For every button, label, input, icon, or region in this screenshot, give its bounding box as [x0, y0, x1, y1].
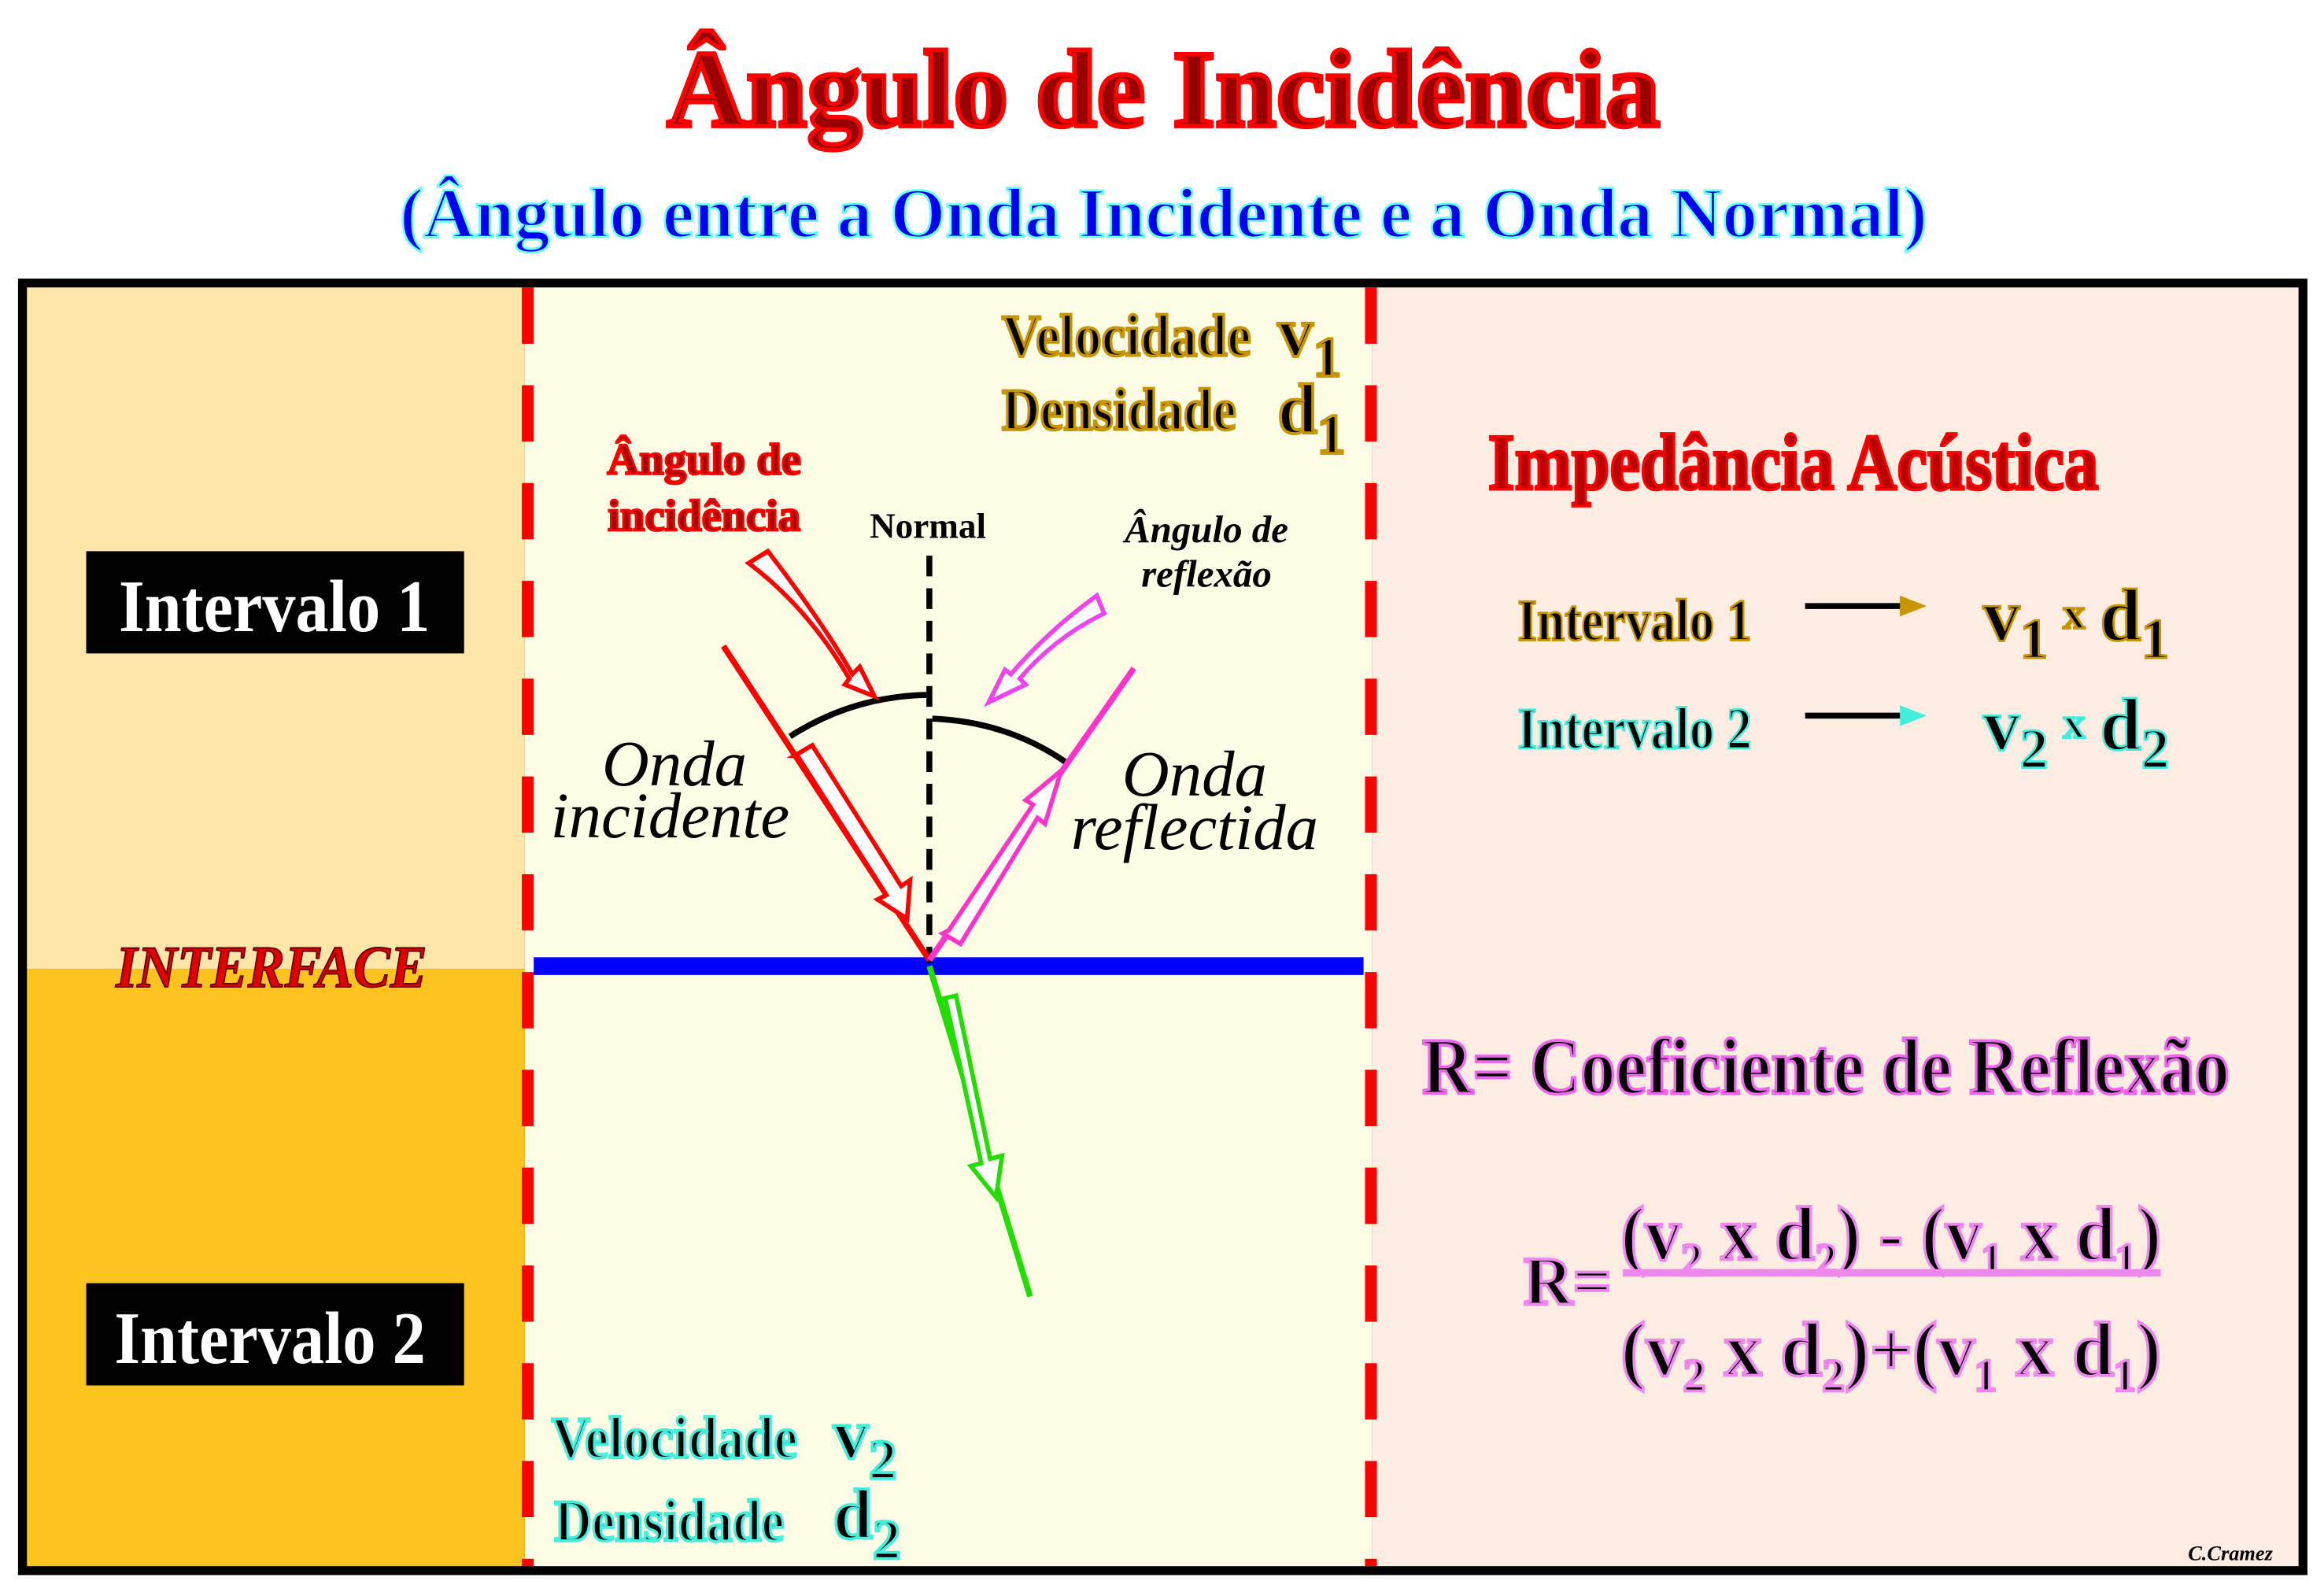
page-subtitle: (Ângulo entre a Onda Incidente e a Onda …	[400, 173, 1927, 253]
top-velocity-label: Velocidade	[1002, 304, 1251, 369]
top-density-symbol: d1	[1277, 369, 1345, 466]
reflection-angle-arc	[932, 715, 1070, 766]
formula-numerator: (v₂ x d₂) - (v₁ x d₁)	[1620, 1191, 2161, 1276]
normal-label: Normal	[870, 506, 986, 545]
interval1-label: Intervalo 1	[119, 566, 430, 648]
bottom-density-symbol: d2	[833, 1474, 901, 1571]
reflected-wave-arrow-icon	[937, 763, 1066, 947]
interval2-box	[86, 1283, 464, 1386]
top-velocity-symbol: v1	[1277, 292, 1341, 389]
top-density-label: Densidade	[1002, 378, 1236, 443]
interface-label: INTERFACE	[115, 935, 427, 1000]
angle-reflection-label-2: reflexão	[1141, 552, 1272, 596]
incident-wave-label-2: incidente	[551, 779, 790, 851]
reflection-pointer-arrow-icon	[983, 592, 1107, 707]
impedance-title: Impedância Acústica	[1488, 417, 2099, 506]
angle-incidence-label-1: Ângulo de	[608, 435, 801, 485]
bottom-velocity-symbol: v2	[833, 1394, 897, 1491]
interval1-box	[86, 551, 464, 654]
angle-incidence-label-2: incidência	[608, 492, 800, 541]
bottom-density-label: Densidade	[555, 1489, 785, 1554]
bottom-velocity-label: Velocidade	[552, 1406, 798, 1472]
panel-right	[1372, 287, 2299, 1567]
panel-interval2	[27, 969, 525, 1567]
reflected-wave-label-2: reflectida	[1071, 791, 1318, 863]
reflected-wave-label-1: Onda	[1122, 737, 1267, 810]
incidence-pointer-arrow-icon	[744, 548, 880, 701]
impedance-row2-label: Intervalo 2	[1517, 696, 1751, 762]
incidence-angle-arc	[788, 692, 927, 739]
formula-lhs: R=	[1524, 1243, 1612, 1319]
impedance-row1-label: Intervalo 1	[1517, 588, 1751, 653]
row2-arrow-icon	[1900, 705, 1927, 726]
incident-wave-arrow-icon	[786, 742, 913, 923]
page-title: Ângulo de Incidência	[667, 29, 1660, 150]
row1-arrow-icon	[1900, 595, 1927, 617]
formula-denominator: (v₂ x d₂)+(v₁ x d₁)	[1620, 1307, 2161, 1392]
angle-reflection-label-1: Ângulo de	[1122, 508, 1288, 551]
reflection-coefficient-title: R= Coeficiente de Reflexão	[1422, 1022, 2230, 1111]
interval2-label: Intervalo 2	[114, 1298, 425, 1380]
incident-wave-label-1: Onda	[602, 727, 747, 800]
transmitted-wave-arrow-icon	[936, 992, 1005, 1203]
author-credit: C.Cramez	[2188, 1542, 2273, 1565]
